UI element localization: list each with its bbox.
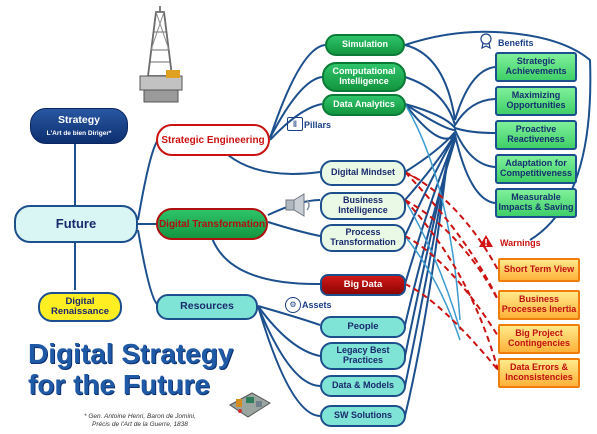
asset-label: SW Solutions — [334, 410, 392, 421]
benefit-label: Adaptation for Competitiveness — [499, 158, 573, 178]
item-label: Business Intelligence — [338, 195, 388, 215]
main-title-line2: for the Future — [28, 369, 210, 401]
warning-data-errors[interactable]: Data Errors & Inconsistencies — [498, 358, 580, 388]
warning-business-processes-inertia[interactable]: Business Processes Inertia — [498, 290, 580, 320]
main-title-line1: Digital Strategy — [28, 338, 234, 369]
speaker-icon — [285, 193, 310, 217]
pillar-label: Simulation — [341, 39, 388, 50]
assets-icon: ⚙ — [285, 297, 301, 313]
big-data-node[interactable]: Big Data — [320, 274, 406, 296]
pillar-simulation[interactable]: Simulation — [325, 34, 405, 56]
benefit-strategic-achievements[interactable]: Strategic Achievements — [495, 52, 577, 82]
strategy-title: Strategy — [57, 114, 100, 127]
benefits-icon — [480, 33, 492, 49]
plant-icon — [229, 392, 271, 418]
warning-label: Data Errors & Inconsistencies — [505, 362, 573, 382]
resources-node[interactable]: Resources — [156, 294, 258, 320]
item-business-intelligence[interactable]: Business Intelligence — [320, 192, 406, 220]
asset-legacy-best-practices[interactable]: Legacy Best Practices — [320, 342, 406, 370]
benefit-measurable-impacts[interactable]: Measurable Impacts & Saving — [495, 188, 577, 218]
benefits-label: Benefits — [498, 38, 534, 48]
pillar-label: Data Analytics — [333, 99, 395, 110]
digital-transformation-label: Digital Transformation — [158, 218, 266, 230]
footnote: * Gen. Antoine Henri, Baron de Jomini, P… — [84, 413, 196, 429]
main-title: Digital Strategy for the Future — [28, 338, 233, 401]
pillar-label: Computational Intelligence — [332, 66, 396, 86]
footnote-line1: * Gen. Antoine Henri, Baron de Jomini, — [84, 413, 196, 420]
asset-label: Data & Models — [331, 380, 394, 391]
item-label: Process Transformation — [330, 227, 396, 247]
asset-label: Legacy Best Practices — [336, 345, 390, 365]
pillar-computational-intelligence[interactable]: Computational Intelligence — [322, 62, 406, 92]
warning-label: Short Term View — [503, 264, 575, 275]
future-label: Future — [55, 215, 97, 231]
item-label: Digital Mindset — [330, 167, 395, 178]
benefit-label: Maximizing Opportunities — [506, 90, 566, 110]
benefit-proactive-reactiveness[interactable]: Proactive Reactiveness — [495, 120, 577, 150]
digital-renaissance-node[interactable]: Digital Renaissance — [38, 292, 122, 322]
warning-big-project-contingencies[interactable]: Big Project Contingencies — [498, 324, 580, 354]
pillars-icon: Ⅱ — [287, 117, 303, 131]
warnings-label: Warnings — [500, 238, 541, 248]
big-data-label: Big Data — [343, 278, 383, 290]
warning-short-term-view[interactable]: Short Term View — [498, 258, 580, 282]
footnote-line2: Précis de l'Art de la Guerre, 1838 — [92, 421, 188, 429]
item-digital-mindset[interactable]: Digital Mindset — [320, 160, 406, 186]
digital-transformation-node[interactable]: Digital Transformation — [156, 208, 268, 240]
benefit-adaptation-competitiveness[interactable]: Adaptation for Competitiveness — [495, 154, 577, 184]
strategic-engineering-label: Strategic Engineering — [161, 134, 265, 146]
pillar-data-analytics[interactable]: Data Analytics — [322, 94, 406, 116]
assets-label: Assets — [302, 300, 332, 310]
warning-label: Big Project Contingencies — [507, 328, 570, 348]
benefit-label: Measurable Impacts & Saving — [498, 192, 574, 212]
strategy-subtitle: L'Art de bien Diriger* — [46, 129, 112, 137]
digital-renaissance-label: Digital Renaissance — [50, 295, 110, 317]
warning-label: Business Processes Inertia — [501, 294, 577, 314]
drilling-rig-icon — [139, 6, 183, 103]
asset-label: People — [347, 320, 379, 332]
strategy-node[interactable]: Strategy L'Art de bien Diriger* — [30, 108, 128, 144]
benefit-label: Proactive Reactiveness — [507, 124, 565, 144]
pillars-label: Pillars — [304, 120, 332, 130]
asset-data-models[interactable]: Data & Models — [320, 375, 406, 397]
strategic-engineering-node[interactable]: Strategic Engineering — [156, 124, 270, 156]
benefit-maximizing-opportunities[interactable]: Maximizing Opportunities — [495, 86, 577, 116]
item-process-transformation[interactable]: Process Transformation — [320, 224, 406, 252]
asset-sw-solutions[interactable]: SW Solutions — [320, 405, 406, 427]
asset-people[interactable]: People — [320, 316, 406, 338]
benefit-label: Strategic Achievements — [505, 56, 567, 76]
warning-icon — [479, 235, 493, 247]
resources-label: Resources — [180, 300, 234, 313]
future-node[interactable]: Future — [14, 205, 138, 243]
